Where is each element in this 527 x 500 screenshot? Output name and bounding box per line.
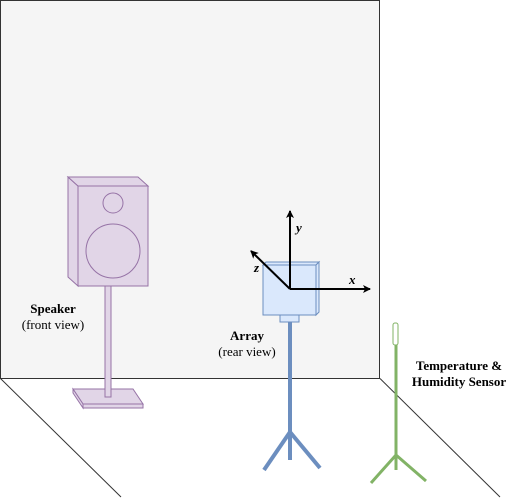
array-label: Array <box>230 328 264 343</box>
sensor-label-line1: Temperature & <box>416 358 502 373</box>
speaker-stand-pole <box>104 285 112 398</box>
left-floor-edge <box>0 378 122 498</box>
sensor-label-line2: Humidity Sensor <box>412 374 506 389</box>
speaker-woofer <box>85 223 141 279</box>
sensor <box>369 322 427 484</box>
speaker-label: Speaker <box>30 301 76 316</box>
right-floor-edge <box>379 378 501 498</box>
speaker <box>66 175 150 410</box>
sensor-probe <box>392 322 399 346</box>
room <box>0 0 501 498</box>
speaker-tweeter <box>102 192 124 214</box>
x-axis-label: x <box>348 272 356 287</box>
array-view-label: (rear view) <box>218 344 275 359</box>
z-axis-label: z <box>253 260 260 275</box>
speaker-view-label: (front view) <box>22 317 84 332</box>
z-axis-arrow <box>250 250 291 290</box>
coordinate-axes: x y z <box>250 210 371 293</box>
y-axis-label: y <box>294 220 302 235</box>
array-mount <box>279 314 300 323</box>
